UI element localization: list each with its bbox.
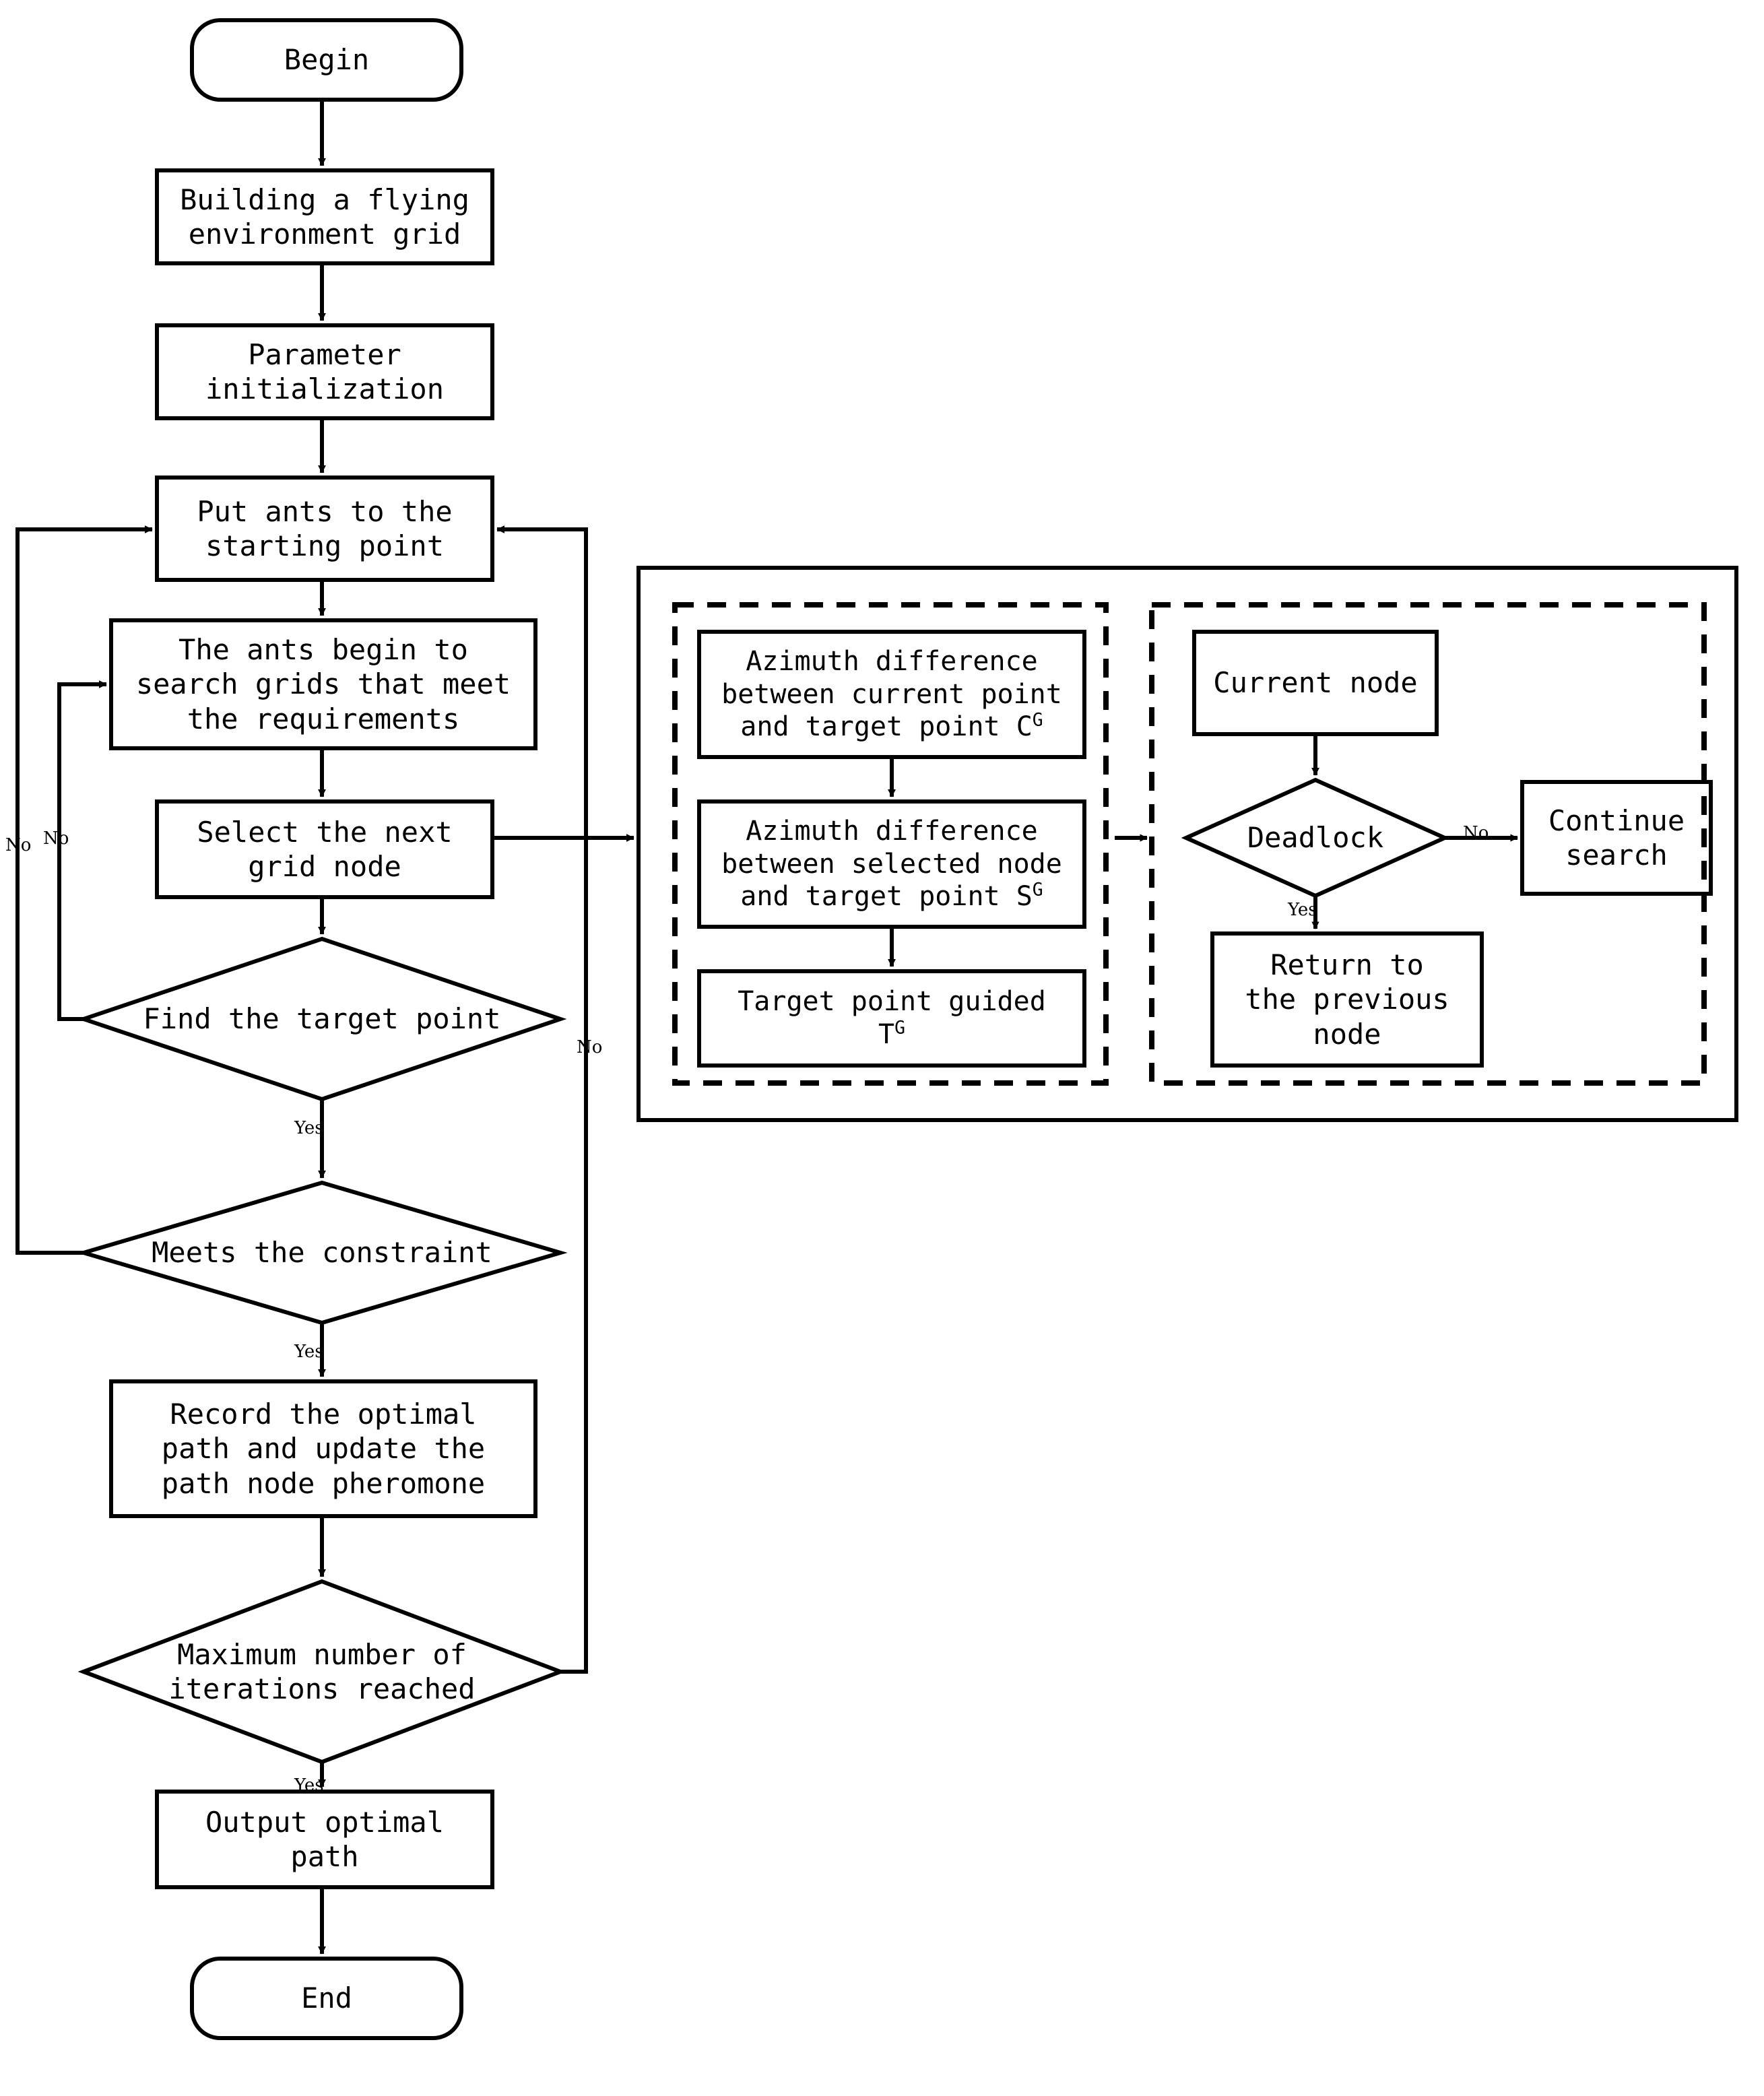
node-record-path[interactable]: Record the optimal path and update the p… (161, 1398, 486, 1500)
edge-label-no-deadlock: No (1463, 823, 1489, 843)
node-continue-search[interactable]: Continue search (1548, 804, 1685, 872)
node-current-node[interactable]: Current node (1213, 666, 1418, 700)
node-max-iterations[interactable]: Maximum number of iterations reached (168, 1637, 476, 1705)
node-put-ants[interactable]: Put ants to the starting point (197, 494, 453, 562)
superscript-g: G (1032, 880, 1043, 901)
shape-continue-search (1520, 780, 1713, 896)
edge-label-yes-find-target: Yes (294, 1118, 324, 1138)
edge-maxiter-no-loop (496, 525, 588, 1674)
node-select-node[interactable]: Select the next grid node (197, 815, 453, 883)
shape-output-path (155, 1790, 494, 1889)
edge-label-no-right-column: No (577, 1037, 603, 1057)
node-begin[interactable]: Begin (284, 43, 370, 77)
superscript-g: G (1032, 710, 1043, 731)
edge-label-yes-meets-constraint: Yes (294, 1342, 324, 1362)
node-azimuth-current[interactable]: Azimuth difference between current point… (699, 632, 1084, 757)
node-deadlock[interactable]: Deadlock (1247, 821, 1384, 855)
node-search-grids[interactable]: The ants begin to search grids that meet… (135, 633, 511, 735)
edge-meets-no-loop (15, 525, 153, 1255)
edge-label-yes-max-iterations: Yes (294, 1775, 324, 1796)
node-meets-constraint[interactable]: Meets the constraint (152, 1236, 492, 1270)
shape-target-guided (697, 969, 1086, 1068)
edge-find-no-loop (57, 680, 107, 1021)
node-build-grid[interactable]: Building a flying environment grid (180, 183, 469, 251)
node-azimuth-selected-label: Azimuth difference between selected node… (721, 815, 1062, 913)
shape-outer-panel (636, 566, 1738, 1122)
edge-label-yes-deadlock: Yes (1288, 900, 1317, 920)
shape-build-grid (155, 168, 494, 265)
edge-label-no-outer-left: No (5, 835, 32, 855)
superscript-g: G (894, 1017, 905, 1039)
shape-put-ants (155, 476, 494, 582)
edge-label-no-inner-left: No (43, 828, 69, 849)
node-param-init[interactable]: Parameter initialization (205, 337, 444, 405)
node-target-guided[interactable]: Target point guided TG (699, 971, 1084, 1066)
shape-param-init (155, 323, 494, 420)
node-end[interactable]: End (301, 1982, 352, 2015)
shape-dashed-group-right (1149, 602, 1707, 1086)
node-output-path[interactable]: Output optimal path (205, 1805, 444, 1873)
node-find-target[interactable]: Find the target point (143, 1002, 501, 1036)
node-azimuth-current-label: Azimuth difference between current point… (721, 645, 1062, 743)
node-target-guided-label: Target point guided TG (738, 986, 1046, 1050)
node-azimuth-selected[interactable]: Azimuth difference between selected node… (699, 801, 1084, 927)
shape-return-previous (1210, 931, 1484, 1068)
shape-end (190, 1957, 463, 2040)
shape-select-node (155, 799, 494, 899)
shape-begin (190, 18, 463, 102)
node-return-previous[interactable]: Return to the previous node (1245, 948, 1449, 1051)
